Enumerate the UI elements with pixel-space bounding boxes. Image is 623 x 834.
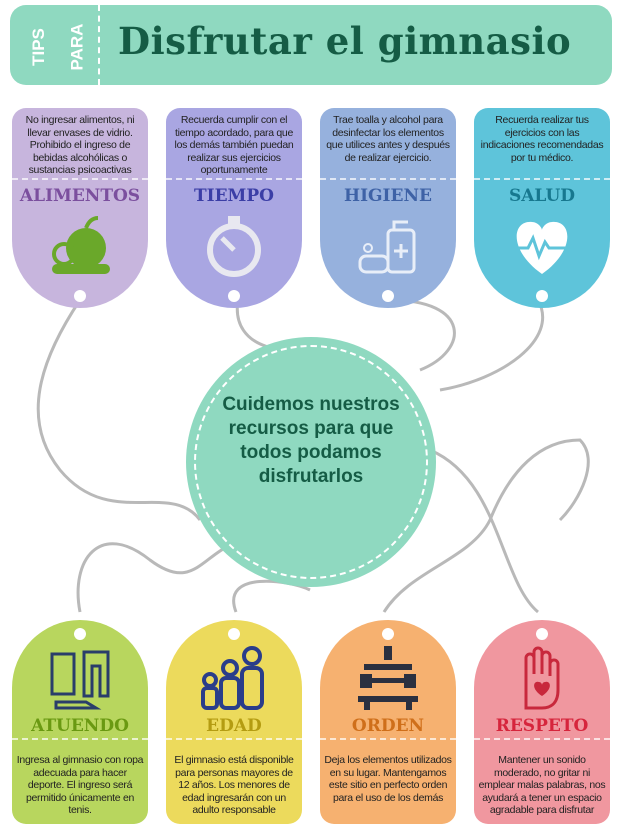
card-description: Mantener un sonido moderado, no gritar n…	[478, 754, 606, 816]
card-atuendo: Ingresa al gimnasio con ropa adecuada pa…	[12, 620, 148, 824]
tag-hole	[382, 290, 394, 302]
card-label: ALIMENTOS	[19, 186, 141, 206]
stopwatch-icon	[207, 216, 261, 277]
header-banner: TIPS PARA Disfrutar el gimnasio	[10, 5, 612, 85]
card-description: Recuerda realizar tus ejercicios con las…	[480, 114, 604, 164]
string-edad	[232, 579, 311, 613]
dashed-ring	[194, 345, 428, 579]
string-salud	[439, 299, 545, 392]
page-title: Disfrutar el gimnasio	[118, 19, 572, 63]
center-message-circle: Cuidemos nuestros recursos para que todo…	[186, 337, 436, 587]
tag-hole	[74, 628, 86, 640]
card-edad: El gimnasio está disponible para persona…	[166, 620, 302, 824]
tag-hole	[228, 628, 240, 640]
tag-hole	[74, 290, 86, 302]
card-divider	[166, 178, 302, 180]
card-label: EDAD	[206, 716, 262, 736]
tag-hole	[536, 628, 548, 640]
card-description: Recuerda cumplir con el tiempo acordado,…	[174, 114, 294, 176]
card-salud: Recuerda realizar tus ejercicios con las…	[474, 108, 610, 308]
card-divider	[320, 178, 456, 180]
string-higiene	[389, 298, 456, 372]
card-description: Trae toalla y alcohol para desinfectar l…	[326, 114, 450, 164]
string-alimentos	[36, 299, 202, 521]
dumbbell-rack-icon	[358, 646, 418, 710]
card-higiene: Trae toalla y alcohol para desinfectar l…	[320, 108, 456, 308]
tag-hole	[536, 290, 548, 302]
family-icon	[201, 646, 264, 710]
card-divider	[12, 178, 148, 180]
card-label: HIGIENE	[344, 186, 432, 206]
center-message: Cuidemos nuestros recursos para que todo…	[222, 394, 400, 487]
card-alimentos: No ingresar alimentos, ni llevar envases…	[12, 108, 148, 308]
card-label: SALUD	[508, 186, 576, 206]
card-label: ORDEN	[351, 716, 425, 736]
card-tiempo: Recuerda cumplir con el tiempo acordado,…	[166, 108, 302, 308]
card-label: ATUENDO	[31, 716, 129, 736]
card-divider	[166, 738, 302, 740]
tag-hole	[228, 290, 240, 302]
card-divider	[320, 738, 456, 740]
clothing-icon	[50, 650, 110, 710]
header-divider	[98, 5, 100, 85]
heart-pulse-icon	[514, 221, 571, 274]
soap-icon	[358, 220, 416, 274]
card-divider	[12, 738, 148, 740]
hand-heart-icon	[524, 646, 560, 710]
card-label: TIEMPO	[194, 186, 274, 206]
card-description: Ingresa al gimnasio con ropa adecuada pa…	[16, 754, 144, 816]
card-divider	[474, 178, 610, 180]
tag-hole	[382, 628, 394, 640]
card-orden: Deja los elementos utilizados en su luga…	[320, 620, 456, 824]
string-respeto	[429, 448, 539, 614]
fruit-icon	[52, 216, 110, 274]
card-description: Deja los elementos utilizados en su luga…	[324, 754, 452, 804]
string-atuendo	[76, 542, 231, 613]
card-divider	[474, 738, 610, 740]
card-description: No ingresar alimentos, ni llevar envases…	[25, 114, 135, 176]
card-label: RESPETO	[495, 716, 589, 736]
string-orden	[382, 438, 590, 613]
card-description: El gimnasio está disponible para persona…	[174, 754, 294, 816]
card-respeto: Mantener un sonido moderado, no gritar n…	[474, 620, 610, 824]
